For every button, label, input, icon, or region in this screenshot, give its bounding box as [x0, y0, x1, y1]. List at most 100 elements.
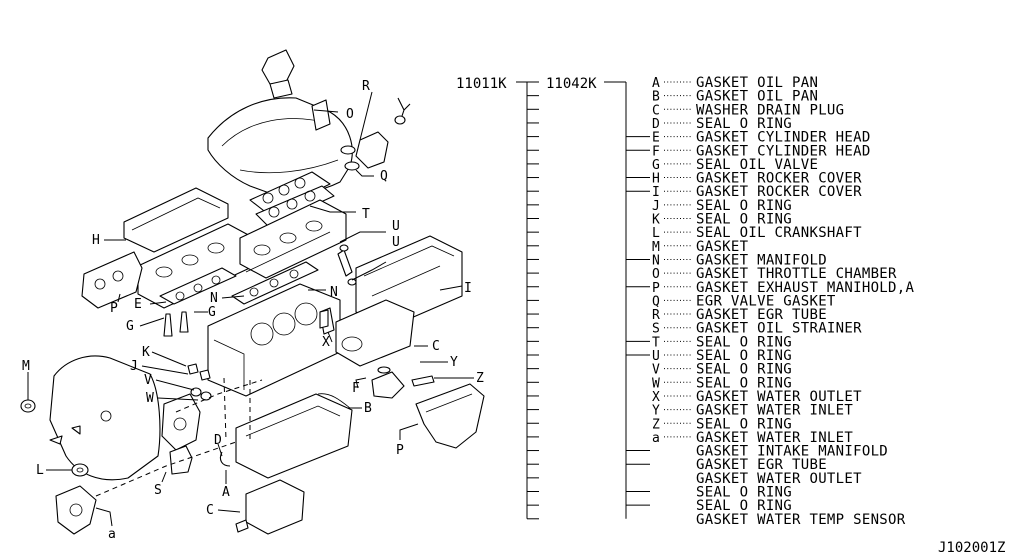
part-description: SEAL O RING: [696, 375, 792, 391]
part-description: GASKET WATER OUTLET: [696, 471, 862, 487]
part-description: GASKET THROTTLE CHAMBER: [696, 266, 897, 282]
callout-b: B: [364, 401, 372, 416]
part-description: GASKET ROCKER COVER: [696, 184, 862, 200]
water-temp-sensor: [411, 375, 435, 387]
callout-n-2: N: [330, 285, 338, 300]
part-letter: A: [652, 76, 660, 91]
part-description: SEAL O RING: [696, 212, 792, 228]
callout-p-2: P: [396, 443, 404, 458]
part-letter: a: [652, 431, 660, 446]
part-description: GASKET WATER INLET: [696, 403, 853, 419]
part-letter: P: [652, 281, 660, 296]
water-inlet-a: [55, 485, 97, 535]
part-description: GASKET: [696, 239, 749, 255]
part-description: GASKET EGR TUBE: [696, 457, 827, 473]
gasket-o-part: [311, 99, 331, 131]
part-description: GASKET EXHAUST MANIHOLD,A: [696, 280, 914, 296]
callout-s: S: [154, 483, 162, 498]
exhaust-manifold-right: [415, 383, 485, 449]
part-letter: T: [652, 335, 660, 350]
engine-block: [207, 283, 341, 397]
callout-x: X: [322, 335, 330, 350]
part-letter: J: [652, 199, 660, 214]
callout-o: O: [346, 107, 354, 122]
part-letter: U: [652, 349, 660, 364]
water-inlet: [371, 371, 405, 399]
callout-m: M: [22, 359, 30, 374]
callout-c-2: C: [206, 503, 214, 518]
part-description: GASKET WATER OUTLET: [696, 389, 862, 405]
m-seal: [20, 399, 36, 413]
part-description: GASKET OIL PAN: [696, 89, 818, 105]
exhaust-manifold-left: [81, 251, 143, 309]
callout-g-1: G: [208, 305, 216, 320]
callout-l: L: [36, 463, 44, 478]
part-letter: K: [652, 213, 660, 228]
part-description: GASKET INTAKE MANIFOLD: [696, 444, 888, 460]
part-description: SEAL O RING: [696, 362, 792, 378]
diagram-code: J102001Z: [938, 540, 1005, 556]
callout-u-2: U: [392, 235, 400, 250]
part-description: SEAL O RING: [696, 116, 792, 132]
part-letter: Z: [652, 417, 660, 432]
part-description: GASKET ROCKER COVER: [696, 171, 862, 187]
part-letter: B: [652, 90, 660, 105]
part-letter: F: [652, 144, 660, 159]
part-description: SEAL O RING: [696, 334, 792, 350]
kit-tree-lines: [516, 81, 692, 520]
part-letter: W: [652, 376, 660, 391]
drain-plug: [235, 519, 249, 533]
valve-seal-2: [179, 311, 189, 333]
o-ring-w: [200, 391, 212, 401]
oil-strainer: [169, 445, 193, 475]
callout-z: Z: [476, 371, 484, 386]
callout-r: R: [362, 79, 370, 94]
part-letter: O: [652, 267, 660, 282]
callout-a-upper: A: [222, 485, 230, 500]
oil-pan-gasket-b: [317, 393, 351, 409]
part-description: GASKET WATER INLET: [696, 430, 853, 446]
water-pump: [161, 393, 201, 451]
water-outlet-housing: [335, 299, 415, 367]
callout-g-2: G: [126, 319, 134, 334]
part-description: SEAL O RING: [696, 348, 792, 364]
part-description: GASKET OIL STRAINER: [696, 321, 862, 337]
part-letter: C: [652, 103, 660, 118]
throttle-body: [261, 49, 295, 85]
part-letter: G: [652, 158, 660, 173]
part-description: SEAL O RING: [696, 498, 792, 514]
oil-pan-lower: [245, 479, 305, 535]
callout-v: V: [144, 373, 152, 388]
callout-y: Y: [450, 355, 458, 370]
callout-t: T: [362, 207, 370, 222]
valve-seal-1: [163, 313, 173, 337]
part-letter: H: [652, 172, 660, 187]
part-description: SEAL O RING: [696, 198, 792, 214]
intake-collector: [207, 97, 353, 195]
part-description: GASKET EGR TUBE: [696, 307, 827, 323]
sub-kit-number: 11042K: [546, 76, 597, 92]
part-letter: V: [652, 363, 660, 378]
part-description: SEAL O RING: [696, 416, 792, 432]
intake-manifold-gaskets: [249, 171, 331, 215]
oil-pan-upper: [235, 393, 353, 479]
part-letter: I: [652, 185, 660, 200]
part-description: GASKET CYLINDER HEAD: [696, 143, 871, 159]
part-letter: D: [652, 117, 660, 132]
throttle-gasket: [269, 79, 293, 99]
rocker-cover-left: [123, 187, 229, 253]
part-description: GASKET WATER TEMP SENSOR: [696, 512, 906, 528]
crank-seal: [71, 463, 89, 477]
part-letter: Y: [652, 404, 660, 419]
part-description: SEAL O RING: [696, 485, 792, 501]
part-letter: Q: [652, 294, 660, 309]
egr-gasket-q: [344, 161, 360, 171]
callout-f: F: [352, 381, 360, 396]
part-description: GASKET MANIFOLD: [696, 252, 827, 268]
callout-d: D: [214, 433, 222, 448]
part-letter: L: [652, 226, 660, 241]
callout-e: E: [134, 297, 142, 312]
part-description: GASKET OIL PAN: [696, 75, 818, 91]
